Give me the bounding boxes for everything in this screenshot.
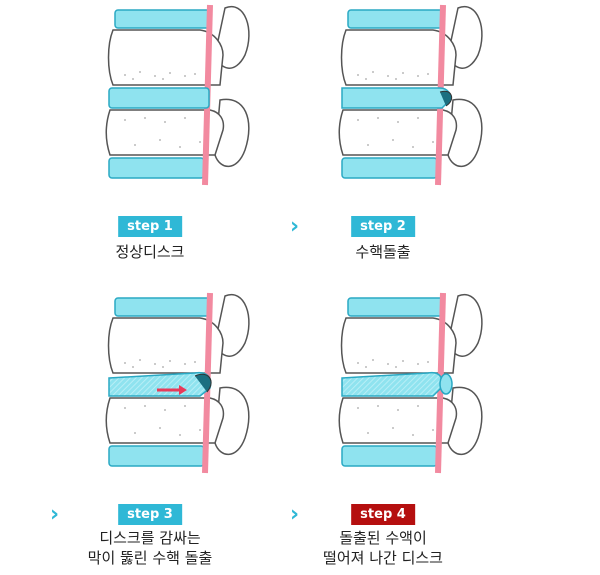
chevron-right-icon: › <box>290 502 300 527</box>
step-3-badge: step 3 <box>118 504 182 525</box>
step-4-caption-line-2: 떨어져 나간 디스크 <box>323 549 443 567</box>
step-1-badge: step 1 <box>118 216 182 237</box>
step-1-caption: 정상디스크 <box>115 243 185 261</box>
step-2-caption: 수핵돌출 <box>355 243 411 261</box>
normal-disc-illustration <box>95 0 265 190</box>
step-3-caption-line-1: 디스크를 감싸는 <box>99 529 201 547</box>
herniation-illustration <box>328 0 498 190</box>
arrowhead-icon <box>179 385 187 395</box>
free-fragment <box>439 373 453 395</box>
step-3-panel: step 3 디스크를 감싸는 막이 뚫린 수핵 돌출 <box>0 288 300 575</box>
annulus-tear-illustration <box>95 288 265 478</box>
sequestration-illustration <box>328 288 498 478</box>
chevron-right-icon: › <box>290 214 300 239</box>
step-2-badge: step 2 <box>351 216 415 237</box>
step-2-panel: step 2 수핵돌출 <box>233 0 533 287</box>
step-4-caption-line-1: 돌출된 수액이 <box>339 529 427 547</box>
step-4-panel: step 4 돌출된 수액이 떨어져 나간 디스크 <box>233 288 533 575</box>
step-1-panel: step 1 정상디스크 <box>0 0 300 287</box>
chevron-right-icon: › <box>50 502 60 527</box>
step-3-caption-line-2: 막이 뚫린 수핵 돌출 <box>87 549 213 567</box>
step-4-badge: step 4 <box>351 504 415 525</box>
